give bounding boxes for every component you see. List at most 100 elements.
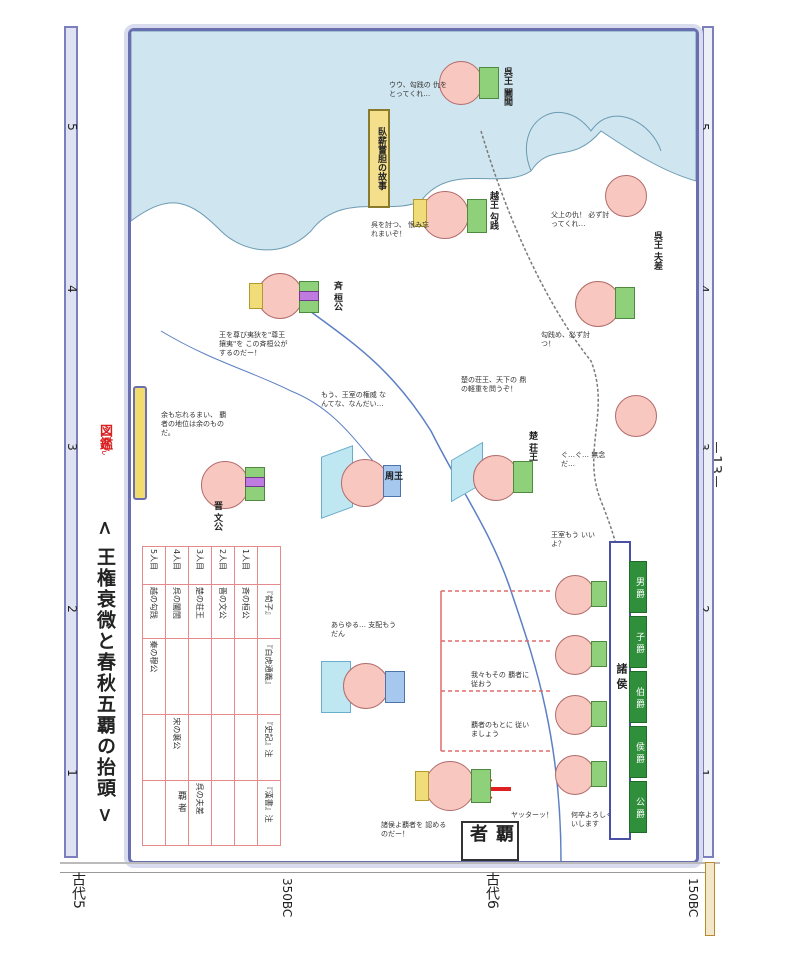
left-scale-rail	[64, 26, 78, 858]
rank-hakushaku: 伯 爵	[629, 671, 647, 723]
ruler-name-bunko: 晋 文公	[212, 501, 222, 532]
ruler-fusa	[571, 271, 651, 351]
rank-danshaku: 男 爵	[629, 561, 647, 613]
map-panel: 臥薪嘗胆の故事 斉 桓公 王を尊び夷狄を"尊王攘夷"を この斉桓公がするのだー！…	[128, 28, 699, 864]
haja-figure	[411, 741, 491, 831]
ruler-name-soou: 楚 荘王	[527, 431, 537, 462]
vassal-3	[551, 691, 611, 741]
ruler-kouryo	[431, 51, 511, 131]
table-header: 『荀子』	[257, 584, 281, 639]
table-cell: 呉の闔閭	[165, 584, 189, 639]
table-cell	[211, 638, 235, 715]
table-cell	[188, 714, 212, 781]
haja-table: 『荀子』 『白虎通義』 『史記』注 『漢書』注 1人目斉の桓公 2人目晋の文公 …	[142, 546, 281, 846]
timeline-divider	[60, 872, 705, 873]
ruler-bunko	[191, 441, 265, 521]
figure-right-top	[601, 171, 661, 231]
ruler-name-koshen: 越王 勾践	[488, 191, 498, 231]
speech-kanko: 王を尊び夷狄を"尊王攘夷"を この斉桓公がするのだー！	[219, 331, 288, 357]
speech-shuo: もう、王室の権威 なんてな、なんだい…	[321, 391, 387, 408]
speech-kou4: ヤッターッ！	[511, 811, 553, 819]
speech-kou5: 王室もう いいよ？	[551, 531, 596, 548]
table-cell	[165, 780, 189, 846]
timeline-year-right: 150BC	[686, 878, 700, 918]
banner: 臥薪嘗胆の故事	[368, 109, 390, 208]
speech-haja: 諸侯よ覇者を 認めるのだー！	[381, 821, 447, 838]
table-header: 『漢書』注	[257, 780, 281, 846]
table-row-label: 2人目	[211, 546, 235, 585]
timeline-left-label: 古代5	[70, 872, 86, 909]
river-yangtze	[480, 130, 623, 632]
timeline-bar	[705, 862, 715, 936]
speech-soou: 楚の荘王、天下の 鼎の軽重を問うぞ！	[461, 376, 527, 393]
table-cell	[188, 638, 212, 715]
table-cell: 宋の襄公	[165, 714, 189, 781]
table-cell: 晋の文公	[211, 584, 235, 639]
grid-number-2-left: 2	[64, 605, 79, 613]
logo-subtext: ばん	[99, 437, 110, 456]
river-yellow	[270, 280, 562, 861]
ruler-shuo	[321, 441, 401, 521]
table-row-label: 4人目	[165, 546, 189, 585]
vassal-1	[551, 571, 611, 621]
speech-fusa2: 父上の仇！ 必ず討ってくれ…	[551, 211, 610, 228]
ruler-name-shuo: 周王	[385, 472, 404, 482]
table-cell	[211, 714, 235, 781]
logo-stamp: 図鑑 ばん	[95, 424, 119, 456]
speech-fusa1: 勾践め、必ず討つ！	[541, 331, 590, 348]
table-corner	[257, 546, 281, 585]
coast-line	[525, 112, 662, 172]
table-cell: 秦の穆公	[142, 638, 166, 715]
page-title: < 王権衰微と春秋五覇の抬頭 >	[94, 520, 116, 826]
table-row-label: 5人目	[142, 546, 166, 585]
table-header: 『史記』注	[257, 714, 281, 781]
speech-fusa3: ぐ…ぐ… 無念だ…	[561, 451, 606, 468]
vassal-2	[551, 631, 611, 681]
speech-kou2: 覇者のもとに 従いましょう	[471, 721, 530, 738]
rank-shishaku: 子 爵	[629, 616, 647, 668]
figure-right-bottom	[611, 391, 671, 451]
ruler-name-kanko: 斉 桓公	[332, 281, 342, 312]
speech-kouryo: ウウ、勾践の 仇をとってくれ…	[389, 81, 448, 98]
speech-bunko: 余も忘れるまい、 覇者の地位は余のものだ。	[161, 411, 227, 437]
table-cell	[142, 780, 166, 846]
logo-icon: 図鑑	[97, 424, 112, 450]
grid-number-3-left: 3	[64, 443, 79, 451]
timeline-mid-label: 古代6	[484, 872, 500, 909]
table-cell	[142, 714, 166, 781]
haja-label: 覇者	[461, 821, 519, 861]
table-cell	[165, 638, 189, 715]
ruler-koshen	[411, 181, 491, 261]
table-row-label: 3人目	[188, 546, 212, 585]
haja-link-lines	[440, 590, 551, 752]
speech-koshen: 呉を討つ、 恨み忘れまいぞ！	[371, 221, 429, 238]
vassal-4	[551, 751, 611, 801]
zhuhou-box: 諸 侯	[609, 541, 631, 840]
grid-number-1-left: 1	[64, 769, 79, 777]
ruler-kanko	[249, 261, 319, 341]
table-row-label: 1人目	[234, 546, 258, 585]
table-cell	[234, 638, 258, 715]
emperor-figure	[321, 651, 411, 721]
right-scale-rail	[702, 26, 714, 858]
table-cell: 斉の桓公	[234, 584, 258, 639]
grid-number-4-left: 4	[64, 285, 79, 293]
table-cell: 楚の荘王	[188, 584, 212, 639]
table-cell: 呉の夫差	[188, 780, 212, 846]
table-header: 『白虎通義』	[257, 638, 281, 715]
ruler-name-fusa: 呉王 夫差	[652, 231, 662, 271]
speech-kou1: 我々もその 覇者に従おう	[471, 671, 530, 688]
timeline-strip	[60, 862, 720, 936]
rank-koushaku2: 侯 爵	[629, 726, 647, 778]
ruler-name-kouryo: 呉王 闔閭	[502, 67, 512, 107]
rank-koushaku: 公 爵	[629, 781, 647, 833]
speech-center: あらゆる… 支配もうだん	[331, 621, 397, 638]
timeline-year-left: 350BC	[280, 878, 294, 918]
ruler-soou	[451, 431, 533, 521]
zhuhou-label: 諸 侯	[615, 663, 628, 689]
panel-divider	[133, 386, 147, 500]
table-cell: 越の勾践	[142, 584, 166, 639]
table-cell	[234, 780, 258, 846]
grid-number-5-left: 5	[64, 123, 79, 131]
table-cell	[211, 780, 235, 846]
